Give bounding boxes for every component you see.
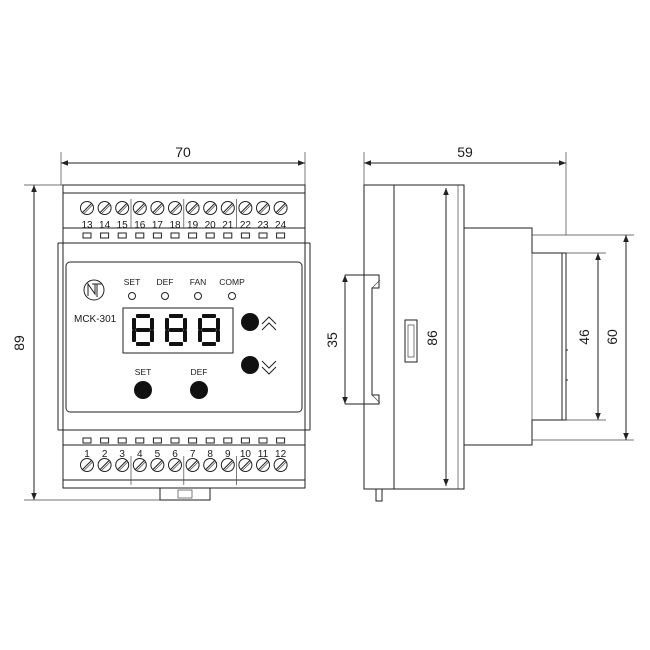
indicator-row: SET DEF FAN COMP xyxy=(124,277,245,300)
top-terminal-label: 20 xyxy=(205,220,217,231)
top-terminal: 13 xyxy=(80,201,94,239)
top-terminal: 15 xyxy=(115,201,130,239)
dimension-depth: 59 xyxy=(363,144,567,235)
bottom-terminal-label: 1 xyxy=(84,449,90,460)
bottom-terminal-label: 4 xyxy=(137,449,143,460)
led-icon xyxy=(194,292,202,300)
dimension-rail-height-label: 35 xyxy=(324,332,340,348)
led-icon xyxy=(128,292,136,300)
bottom-terminal: 11 xyxy=(256,437,270,472)
down-button[interactable] xyxy=(241,356,277,375)
top-terminal-block: 13 14 15 16 17 18 19 20 21 22 23 24 xyxy=(80,199,288,239)
indicator-def: DEF xyxy=(157,277,174,300)
dimension-depth-label: 59 xyxy=(457,144,473,160)
dimension-height: 89 xyxy=(11,184,180,501)
dimension-outer-height-label: 60 xyxy=(604,329,620,345)
led-icon xyxy=(161,292,169,300)
bottom-terminal: 4 xyxy=(132,437,147,472)
top-terminal-label: 23 xyxy=(257,220,269,231)
top-terminal: 24 xyxy=(273,201,288,239)
front-housing xyxy=(57,184,311,501)
top-terminal-label: 17 xyxy=(152,220,164,231)
top-terminal-label: 21 xyxy=(222,220,234,231)
bottom-terminal: 12 xyxy=(273,437,288,472)
top-terminal-label: 19 xyxy=(187,220,199,231)
bottom-terminal: 9 xyxy=(220,437,235,472)
top-terminal: 17 xyxy=(150,201,165,239)
dimension-outer-height: 60 xyxy=(532,234,634,441)
dimension-inner-height-label: 46 xyxy=(576,329,592,345)
bottom-terminal-label: 2 xyxy=(102,449,108,460)
led-icon xyxy=(228,292,236,300)
def-button-label: DEF xyxy=(191,367,208,377)
display-digit xyxy=(132,314,154,346)
dimension-side-height-label: 86 xyxy=(424,330,440,346)
chevron-up-icon xyxy=(261,316,277,331)
indicator-label: FAN xyxy=(190,277,207,287)
dimension-width: 70 xyxy=(60,144,306,185)
front-panel: MCK-301 SET DEF FAN COMP xyxy=(65,261,303,413)
bottom-terminal: 2 xyxy=(97,437,112,472)
set-button[interactable] xyxy=(134,381,152,399)
dimension-width-label: 70 xyxy=(175,144,191,160)
side-housing xyxy=(345,184,568,502)
indicator-comp: COMP xyxy=(219,277,245,300)
bottom-terminal: 8 xyxy=(203,437,218,472)
bottom-terminal-label: 5 xyxy=(155,449,161,460)
bottom-terminal: 10 xyxy=(238,437,253,472)
chevron-down-icon xyxy=(261,360,277,375)
top-terminal: 22 xyxy=(238,201,253,239)
top-terminal-label: 13 xyxy=(81,220,93,231)
bottom-terminal-label: 8 xyxy=(207,449,213,460)
indicator-label: DEF xyxy=(157,277,174,287)
bottom-terminal: 3 xyxy=(115,437,130,472)
top-terminal: 21 xyxy=(220,201,235,239)
top-terminal: 14 xyxy=(97,201,112,239)
seven-segment-display xyxy=(122,307,234,354)
bottom-terminal: 6 xyxy=(168,437,182,472)
bottom-terminal-label: 10 xyxy=(240,449,252,460)
bottom-terminal-label: 9 xyxy=(225,449,231,460)
bottom-terminal-label: 11 xyxy=(258,449,269,460)
top-terminal: 19 xyxy=(185,201,200,239)
model-label: MCK-301 xyxy=(74,314,117,325)
top-terminal-label: 22 xyxy=(240,220,252,231)
dimension-height-label: 89 xyxy=(11,335,27,351)
display-digit xyxy=(165,314,187,346)
top-terminal-label: 16 xyxy=(134,220,146,231)
top-terminal: 20 xyxy=(203,201,218,239)
bottom-terminal-label: 7 xyxy=(190,449,196,460)
dimension-side-height: 86 xyxy=(424,188,449,486)
bottom-terminal-label: 3 xyxy=(119,449,125,460)
def-button[interactable] xyxy=(190,381,208,399)
logo-icon xyxy=(83,279,105,301)
top-terminal: 18 xyxy=(168,201,182,239)
bottom-terminal: 1 xyxy=(80,437,94,472)
display-digit xyxy=(198,314,220,346)
bottom-terminal-label: 12 xyxy=(275,449,287,460)
indicator-fan: FAN xyxy=(190,277,207,300)
bottom-terminal-label: 6 xyxy=(172,449,178,460)
bottom-terminal: 7 xyxy=(185,437,200,472)
bottom-terminal: 5 xyxy=(150,437,165,472)
top-terminal-label: 18 xyxy=(169,220,181,231)
indicator-set: SET xyxy=(124,277,141,300)
indicator-label: SET xyxy=(124,277,141,287)
top-terminal-label: 15 xyxy=(117,220,129,231)
side-view: 59 35 xyxy=(324,144,634,502)
top-terminal-label: 14 xyxy=(99,220,111,231)
indicator-label: COMP xyxy=(219,277,245,287)
dimension-rail-height: 35 xyxy=(324,275,348,404)
dimension-inner-height: 46 xyxy=(566,252,606,421)
top-terminal: 23 xyxy=(256,201,270,239)
top-terminal-label: 24 xyxy=(275,220,287,231)
set-button-label: SET xyxy=(135,367,152,377)
top-terminal: 16 xyxy=(132,201,147,239)
up-button[interactable] xyxy=(241,313,277,331)
